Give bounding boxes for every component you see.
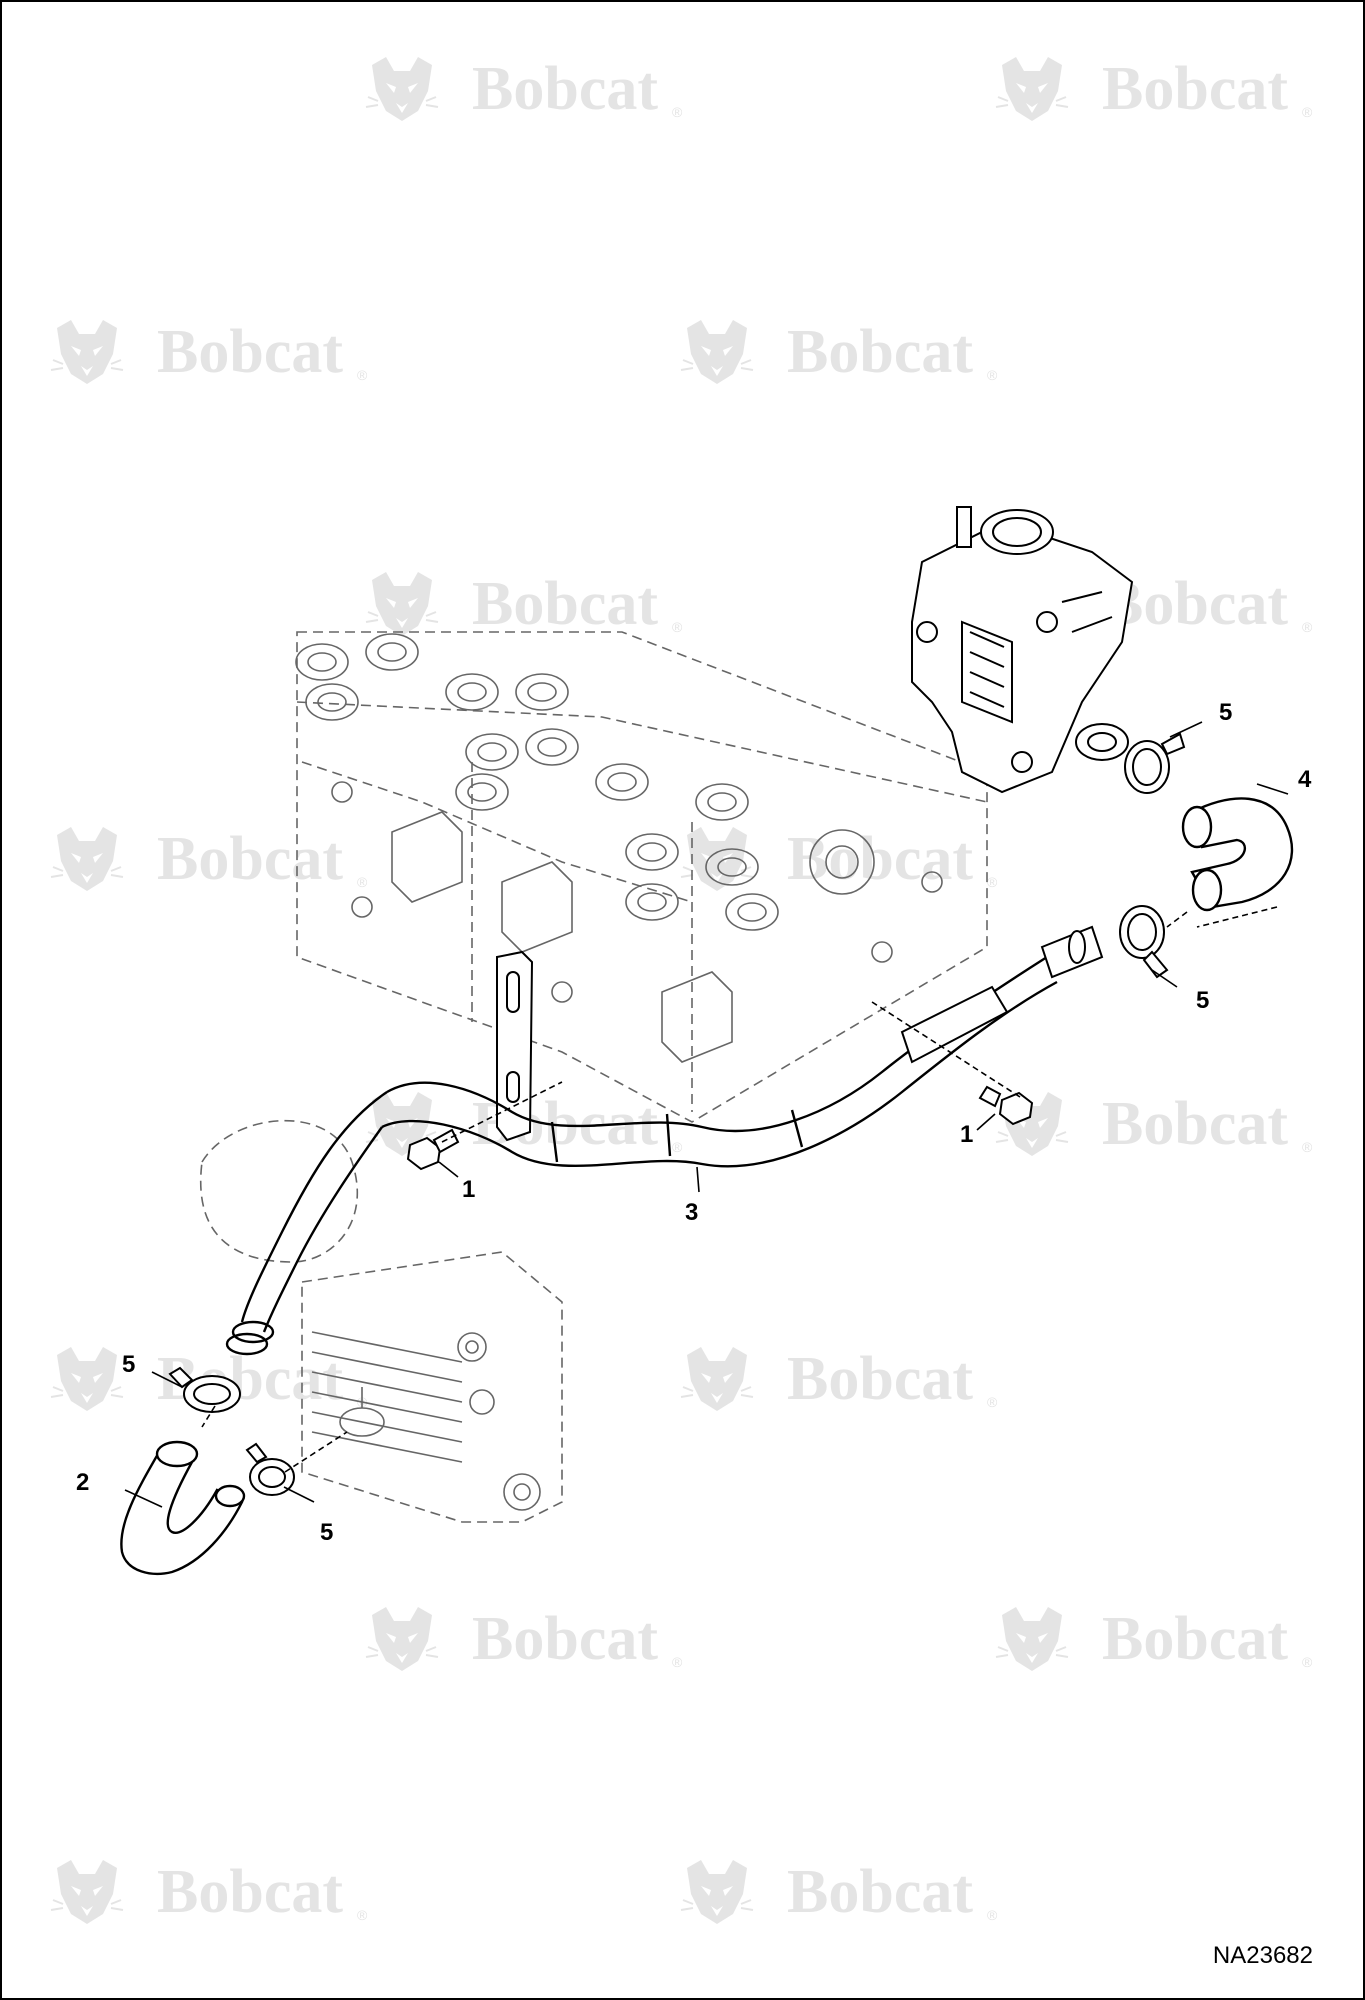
watermark: Bobcat ® (995, 55, 1313, 123)
watermark-text: Bobcat (1102, 1605, 1288, 1673)
bobcat-logo-icon (680, 1859, 754, 1925)
coolant-hose-4 (1181, 797, 1294, 912)
watermark-reg: ® (672, 619, 683, 635)
watermark: Bobcat ® (995, 1090, 1313, 1158)
bobcat-logo-icon (365, 571, 439, 637)
watermark-reg: ® (357, 367, 368, 383)
bobcat-logo-icon (50, 826, 124, 892)
hose-clamp-5c (168, 1366, 241, 1413)
bobcat-logo-icon (50, 1346, 124, 1412)
engine-rocker-detail (295, 633, 943, 1063)
coolant-hose-2 (120, 1440, 246, 1575)
watermark: Bobcat ® (680, 318, 998, 386)
bobcat-logo-icon (50, 319, 124, 385)
watermark: Bobcat ® (365, 570, 683, 638)
callout-label: 5 (320, 1519, 333, 1546)
watermark-reg: ® (672, 1139, 683, 1155)
drawing-number: NA23682 (1212, 1942, 1313, 1969)
bobcat-logo-icon (995, 1606, 1069, 1672)
watermark-text: Bobcat (787, 1345, 973, 1413)
watermark-reg: ® (1302, 619, 1313, 635)
watermark-reg: ® (987, 1394, 998, 1410)
bobcat-logo-icon (50, 1859, 124, 1925)
watermark: Bobcat ® (50, 825, 368, 893)
hose-mounting-bracket (496, 950, 534, 1142)
bolt-1a (406, 1128, 460, 1171)
watermark-text: Bobcat (1102, 1090, 1288, 1158)
callout-label: 5 (1219, 699, 1232, 726)
watermark-reg: ® (1302, 1654, 1313, 1670)
callout-labels: 1 1 2 3 4 5 5 5 5 (76, 699, 1312, 1546)
bobcat-logo-icon (365, 1606, 439, 1672)
callout-label: 4 (1298, 766, 1312, 793)
watermark-text: Bobcat (472, 570, 658, 638)
watermark-text: Bobcat (157, 1858, 343, 1926)
engine-oil-cooler (199, 1119, 563, 1523)
thermostat-housing (911, 506, 1134, 794)
watermark: Bobcat ® (680, 1858, 998, 1926)
bolt-1b (978, 1085, 1034, 1126)
hose-clamp-5b (1119, 905, 1169, 979)
watermark-text: Bobcat (157, 825, 343, 893)
watermark: Bobcat ® (680, 1345, 998, 1413)
watermark-text: Bobcat (472, 1605, 658, 1673)
bobcat-logo-icon (995, 56, 1069, 122)
watermark-reg: ® (987, 874, 998, 890)
callout-label: 1 (462, 1176, 475, 1203)
watermark-text: Bobcat (787, 1858, 973, 1926)
engine-cylinder-head (296, 631, 988, 1123)
hose-clamps (168, 732, 1186, 1496)
hose-clamp-5a (1124, 732, 1186, 794)
watermark-reg: ® (987, 1907, 998, 1923)
callout-label: 5 (1196, 987, 1209, 1014)
watermark-layer: Bobcat ® Bobcat ® Bobcat ® Bobcat ® Bobc… (50, 55, 1313, 1926)
watermark: Bobcat ® (50, 1858, 368, 1926)
watermark-text: Bobcat (787, 318, 973, 386)
hose-clamp-5d (245, 1442, 295, 1496)
bobcat-logo-icon (680, 319, 754, 385)
watermark: Bobcat ® (995, 1605, 1313, 1673)
leader-lines (124, 721, 1289, 1508)
watermark-text: Bobcat (1102, 55, 1288, 123)
watermark-reg: ® (1302, 1139, 1313, 1155)
bobcat-logo-icon (680, 1346, 754, 1412)
watermark-reg: ® (357, 874, 368, 890)
callout-label: 2 (76, 1469, 89, 1496)
watermark: Bobcat ® (365, 1605, 683, 1673)
watermark: Bobcat ® (995, 570, 1313, 638)
callout-label: 3 (685, 1199, 698, 1226)
watermark-reg: ® (672, 104, 683, 120)
watermark-reg: ® (987, 367, 998, 383)
watermark-text: Bobcat (1102, 570, 1288, 638)
watermark-reg: ® (357, 1907, 368, 1923)
watermark: Bobcat ® (365, 55, 683, 123)
watermark-reg: ® (672, 1654, 683, 1670)
watermark-text: Bobcat (157, 318, 343, 386)
mounting-bolts (406, 1085, 1034, 1171)
bobcat-logo-icon (365, 56, 439, 122)
callout-label: 5 (122, 1351, 135, 1378)
hose-3-end-fitting (900, 925, 1104, 1064)
watermark: Bobcat ® (50, 318, 368, 386)
watermark-reg: ® (1302, 104, 1313, 120)
coolant-hose-3 (225, 955, 1058, 1356)
watermark-text: Bobcat (787, 825, 973, 893)
callout-label: 1 (960, 1121, 973, 1148)
watermark-text: Bobcat (472, 55, 658, 123)
